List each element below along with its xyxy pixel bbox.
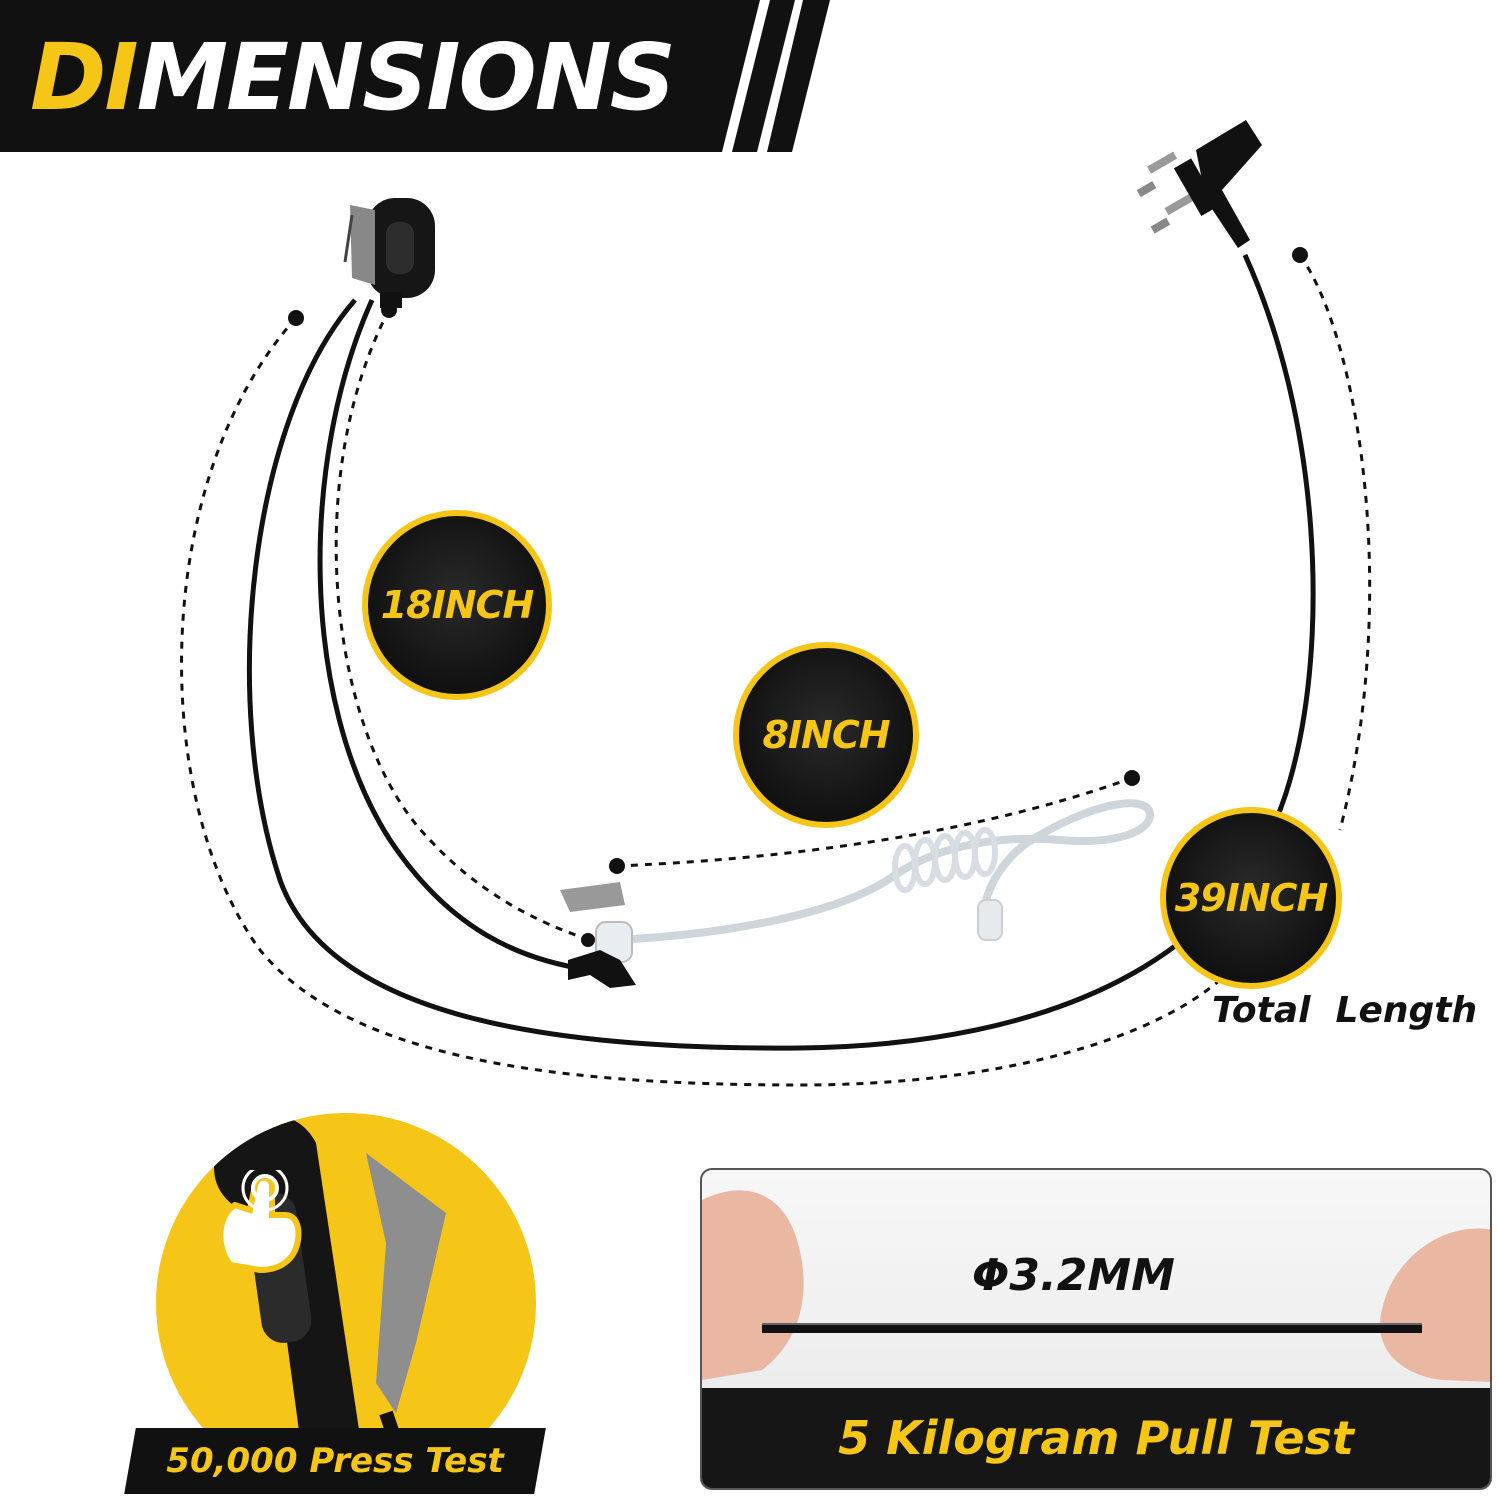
eight-inch-guide bbox=[616, 776, 1133, 868]
eighteen-inch-guide bbox=[334, 309, 591, 942]
pull-test-label-bg bbox=[702, 1388, 1490, 1488]
radio-plug-connector bbox=[1136, 120, 1262, 248]
cable-diameter: Φ3.2MM bbox=[972, 1250, 1175, 1301]
measurement-badge-18inch: 18INCH bbox=[362, 510, 552, 700]
title-rest: MENSIONS bbox=[136, 24, 676, 131]
earpiece-cable bbox=[317, 298, 591, 973]
measurement-badge-8inch: 8INCH bbox=[733, 642, 919, 828]
press-test-label: 50,000 Press Test bbox=[166, 1441, 504, 1481]
measurement-label: 8INCH bbox=[762, 713, 890, 757]
measurement-badge-39inch: 39INCH bbox=[1160, 807, 1342, 989]
ptt-microphone bbox=[343, 198, 435, 308]
finger-press-icon bbox=[217, 1170, 302, 1274]
pull-test-label: 5 Kilogram Pull Test bbox=[838, 1411, 1354, 1465]
pull-test-panel: Φ3.2MM 5 Kilogram Pull Test bbox=[700, 1168, 1492, 1490]
total-length-guide-right bbox=[1298, 254, 1372, 831]
main-cable bbox=[246, 253, 1316, 1051]
acoustic-tube bbox=[614, 799, 1155, 944]
earpiece-connector bbox=[560, 882, 636, 988]
measurement-label: 18INCH bbox=[380, 583, 535, 627]
measurement-guides bbox=[180, 254, 1372, 1087]
total-length-caption: Total Length bbox=[1212, 990, 1478, 1031]
page-title: DIMENSIONS bbox=[30, 28, 676, 128]
title-highlight: DI bbox=[30, 24, 139, 131]
measurement-label: 39INCH bbox=[1174, 876, 1329, 920]
header-banner bbox=[0, 0, 830, 152]
pull-test-illustration bbox=[702, 1190, 1490, 1382]
